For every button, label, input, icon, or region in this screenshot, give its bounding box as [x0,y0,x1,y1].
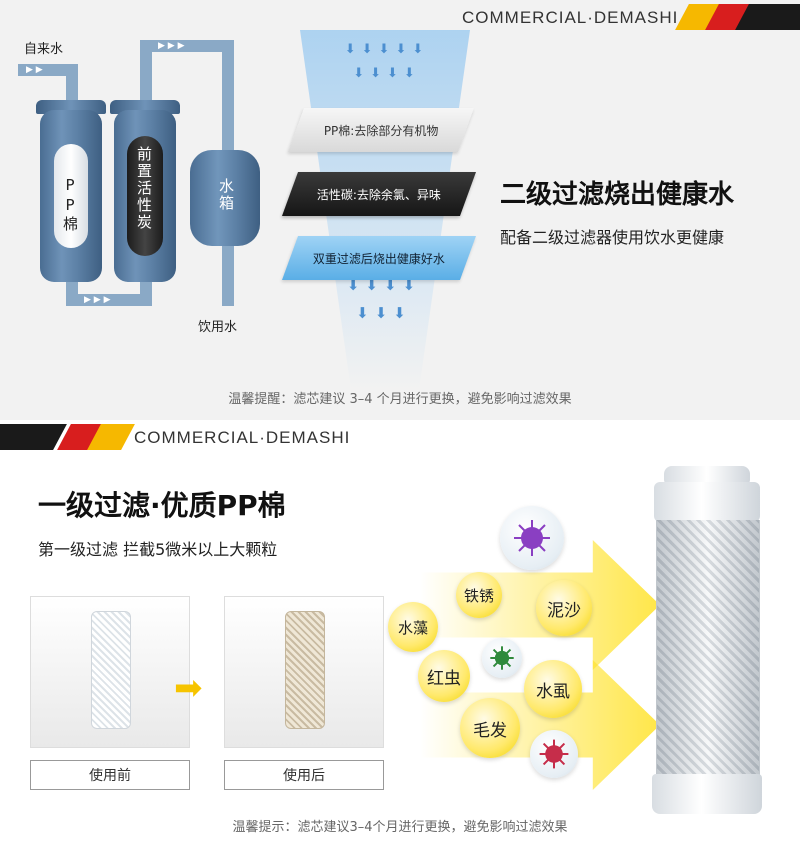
germ-bubble [530,730,578,778]
down-arrows-icon: ⬇⬇⬇⬇⬇⬇⬇ [346,276,422,322]
dirty-filter [285,611,325,729]
top-tip: 温馨提醒：滤芯建议 3–4 个月进行更换，避免影响过滤效果 [228,392,572,407]
layer-carbon: 活性碳:去除余氯、异味 [281,172,477,216]
brand-stripes-bottom [0,424,135,450]
impurity-bubble-algae: 水藻 [388,602,438,652]
impurity-bubble-redworm: 红虫 [418,650,470,702]
brand-top: COMMERCIAL·DEMASHI [462,8,679,27]
germ-bubble [500,506,564,570]
bottom-subheadline: 第一级过滤 拦截5微米以上大颗粒 [38,540,278,559]
carbon-filter [114,110,176,282]
pp-label: PP棉 [61,176,79,233]
bottom-panel: COMMERCIAL·DEMASHI 一级过滤·优质PP棉 第一级过滤 拦截5微… [0,420,800,845]
germ-icon [539,739,569,769]
after-caption: 使用后 [224,760,384,790]
germ-icon [490,646,514,670]
impurity-bubble-rust: 铁锈 [456,572,502,618]
germ-icon [514,520,550,556]
arrow-right-icon: ➡ [174,668,203,708]
arrow-right-icon: ▶ ▶ ▶ [158,41,185,51]
top-panel: COMMERCIAL·DEMASHI ▶ ▶ ▶ ▶ ▶ ▶ ▶ ▶ 自来水 饮… [0,0,800,420]
water-tank [190,150,260,246]
impurity-bubble-sand: 泥沙 [536,580,592,636]
arrow-right-icon: ▶ ▶ ▶ [84,295,111,305]
germ-bubble [482,638,522,678]
after-photo [224,596,384,748]
clean-filter [91,611,131,729]
tap-water-label: 自来水 [24,42,64,57]
drinking-water-label: 饮用水 [198,320,238,335]
bottom-tip: 温馨提示：滤芯建议3–4个月进行更换，避免影响过滤效果 [232,820,568,835]
brand-stripes-top [675,4,800,30]
bottom-headline: 一级过滤·优质PP棉 [38,489,286,522]
brand-bottom: COMMERCIAL·DEMASHI [134,428,351,447]
layer-pp: PP棉:去除部分有机物 [287,108,475,152]
tank-label: 水箱 [217,178,235,212]
before-photo [30,596,190,748]
layer-clean-water: 双重过滤后烧出健康好水 [281,236,477,280]
arrow-right-icon: ▶ ▶ [26,65,43,75]
carbon-label: 前置活性炭 [135,146,153,231]
pp-filter [40,110,102,282]
impurity-bubble-hair: 毛发 [460,698,520,758]
down-arrows-icon: ⬇⬇⬇⬇⬇⬇⬇⬇⬇ [344,42,430,81]
top-headline: 二级过滤烧出健康水 [500,180,735,210]
impurity-bubble-waterflea: 水虱 [524,660,582,718]
top-subheadline: 配备二级过滤器使用饮水更健康 [500,228,725,247]
before-caption: 使用前 [30,760,190,790]
